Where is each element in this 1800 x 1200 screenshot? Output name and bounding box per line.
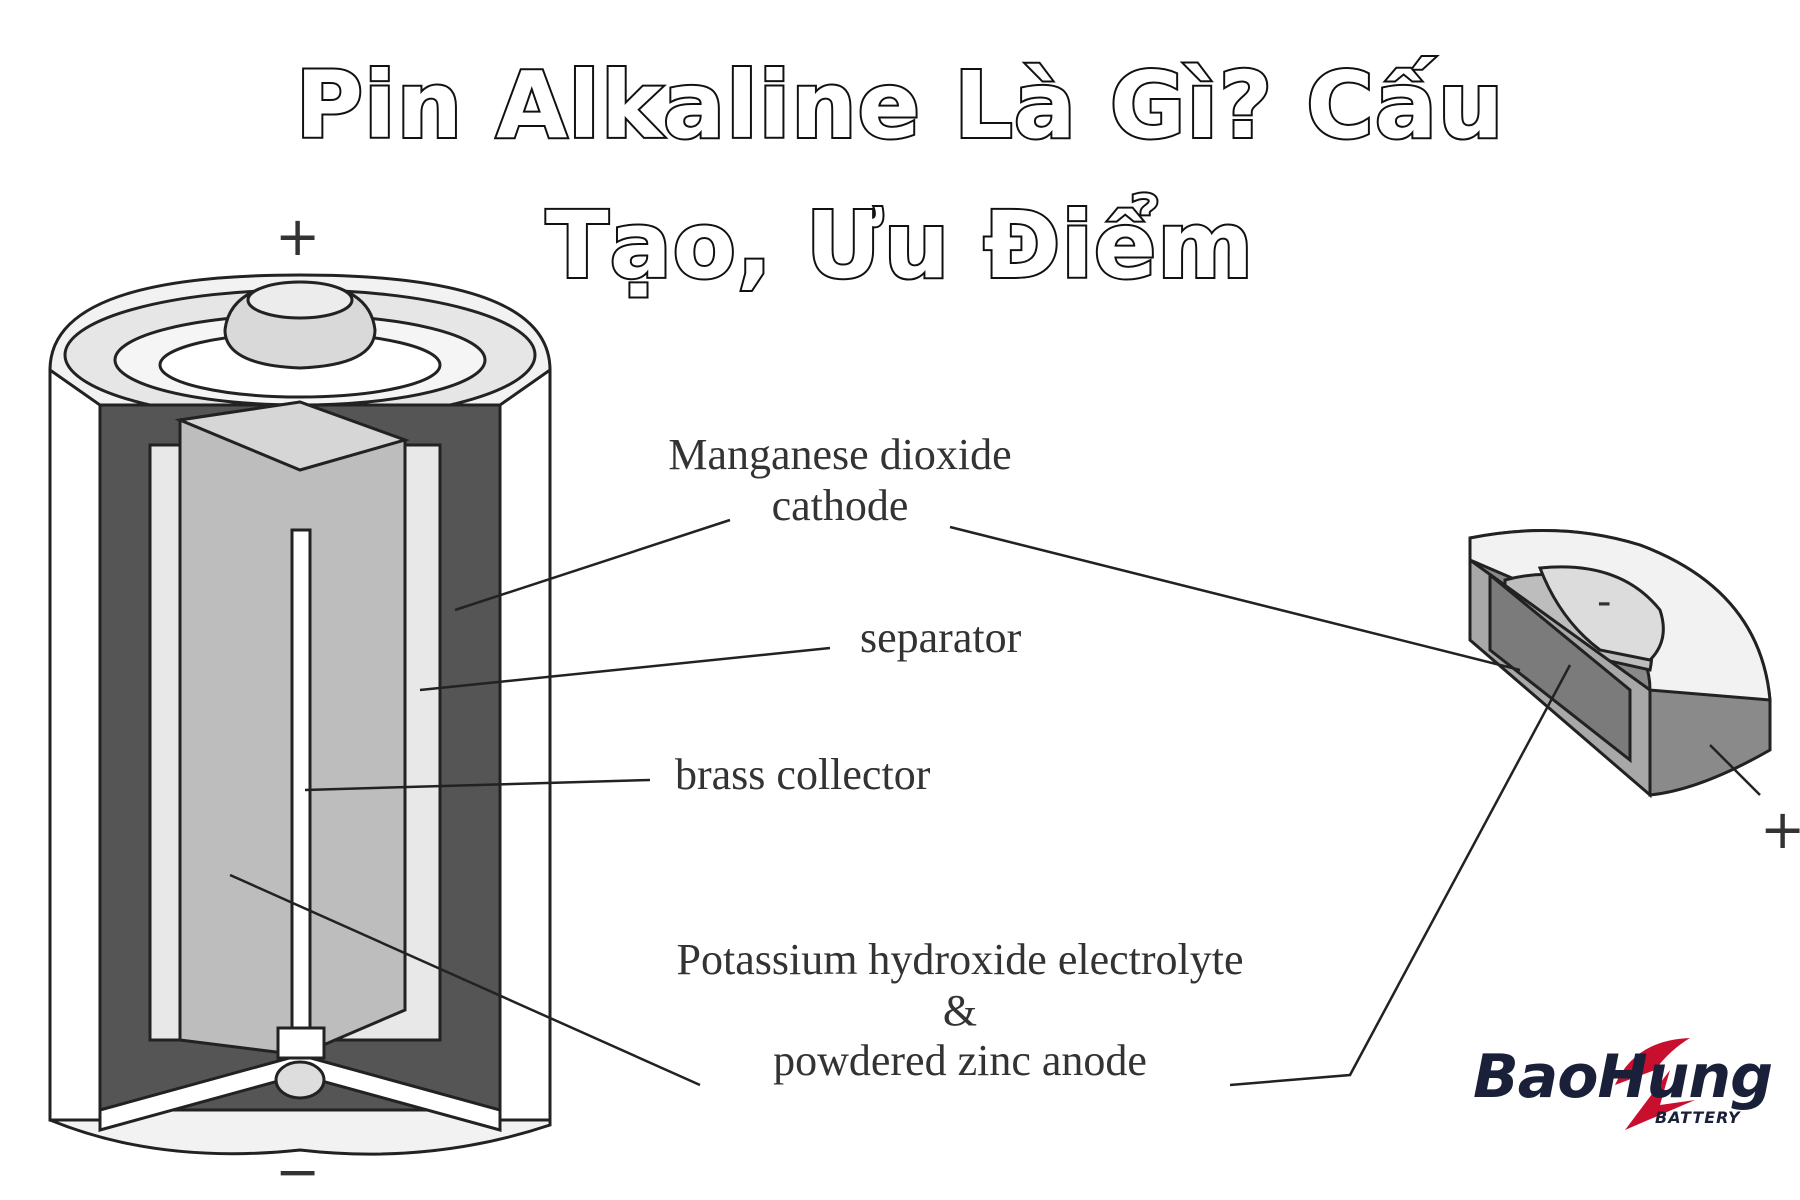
label-separator: separator [860, 613, 1021, 664]
label-electrolyte-line-3: powdered zinc anode [590, 1036, 1330, 1087]
cylinder-positive-mark: + [275, 205, 320, 268]
baohung-logo: BaoHung BATTERY [1465, 1030, 1785, 1140]
leader-cathode-right [950, 527, 1520, 670]
cylinder-negative-mark: − [275, 1140, 320, 1200]
cylindrical-battery [50, 275, 550, 1154]
button-negative-mark: - [1597, 579, 1611, 625]
bottom-seal [278, 1028, 324, 1058]
button-cell [1470, 530, 1770, 795]
label-cathode-line-1: Manganese dioxide [620, 430, 1060, 481]
brass-collector-rod [292, 530, 310, 1030]
label-electrolyte-line-2: & [590, 986, 1330, 1037]
label-cathode: Manganese dioxide cathode [620, 430, 1060, 531]
negative-terminal-cap [276, 1062, 324, 1098]
logo-name: BaoHung [1473, 1042, 1772, 1112]
label-electrolyte-anode: Potassium hydroxide electrolyte & powder… [590, 935, 1330, 1087]
label-brass-collector: brass collector [675, 750, 930, 801]
logo-subtitle: BATTERY [1655, 1108, 1741, 1127]
button-positive-mark: + [1760, 798, 1800, 861]
label-electrolyte-line-1: Potassium hydroxide electrolyte [590, 935, 1330, 986]
label-cathode-line-2: cathode [620, 481, 1060, 532]
